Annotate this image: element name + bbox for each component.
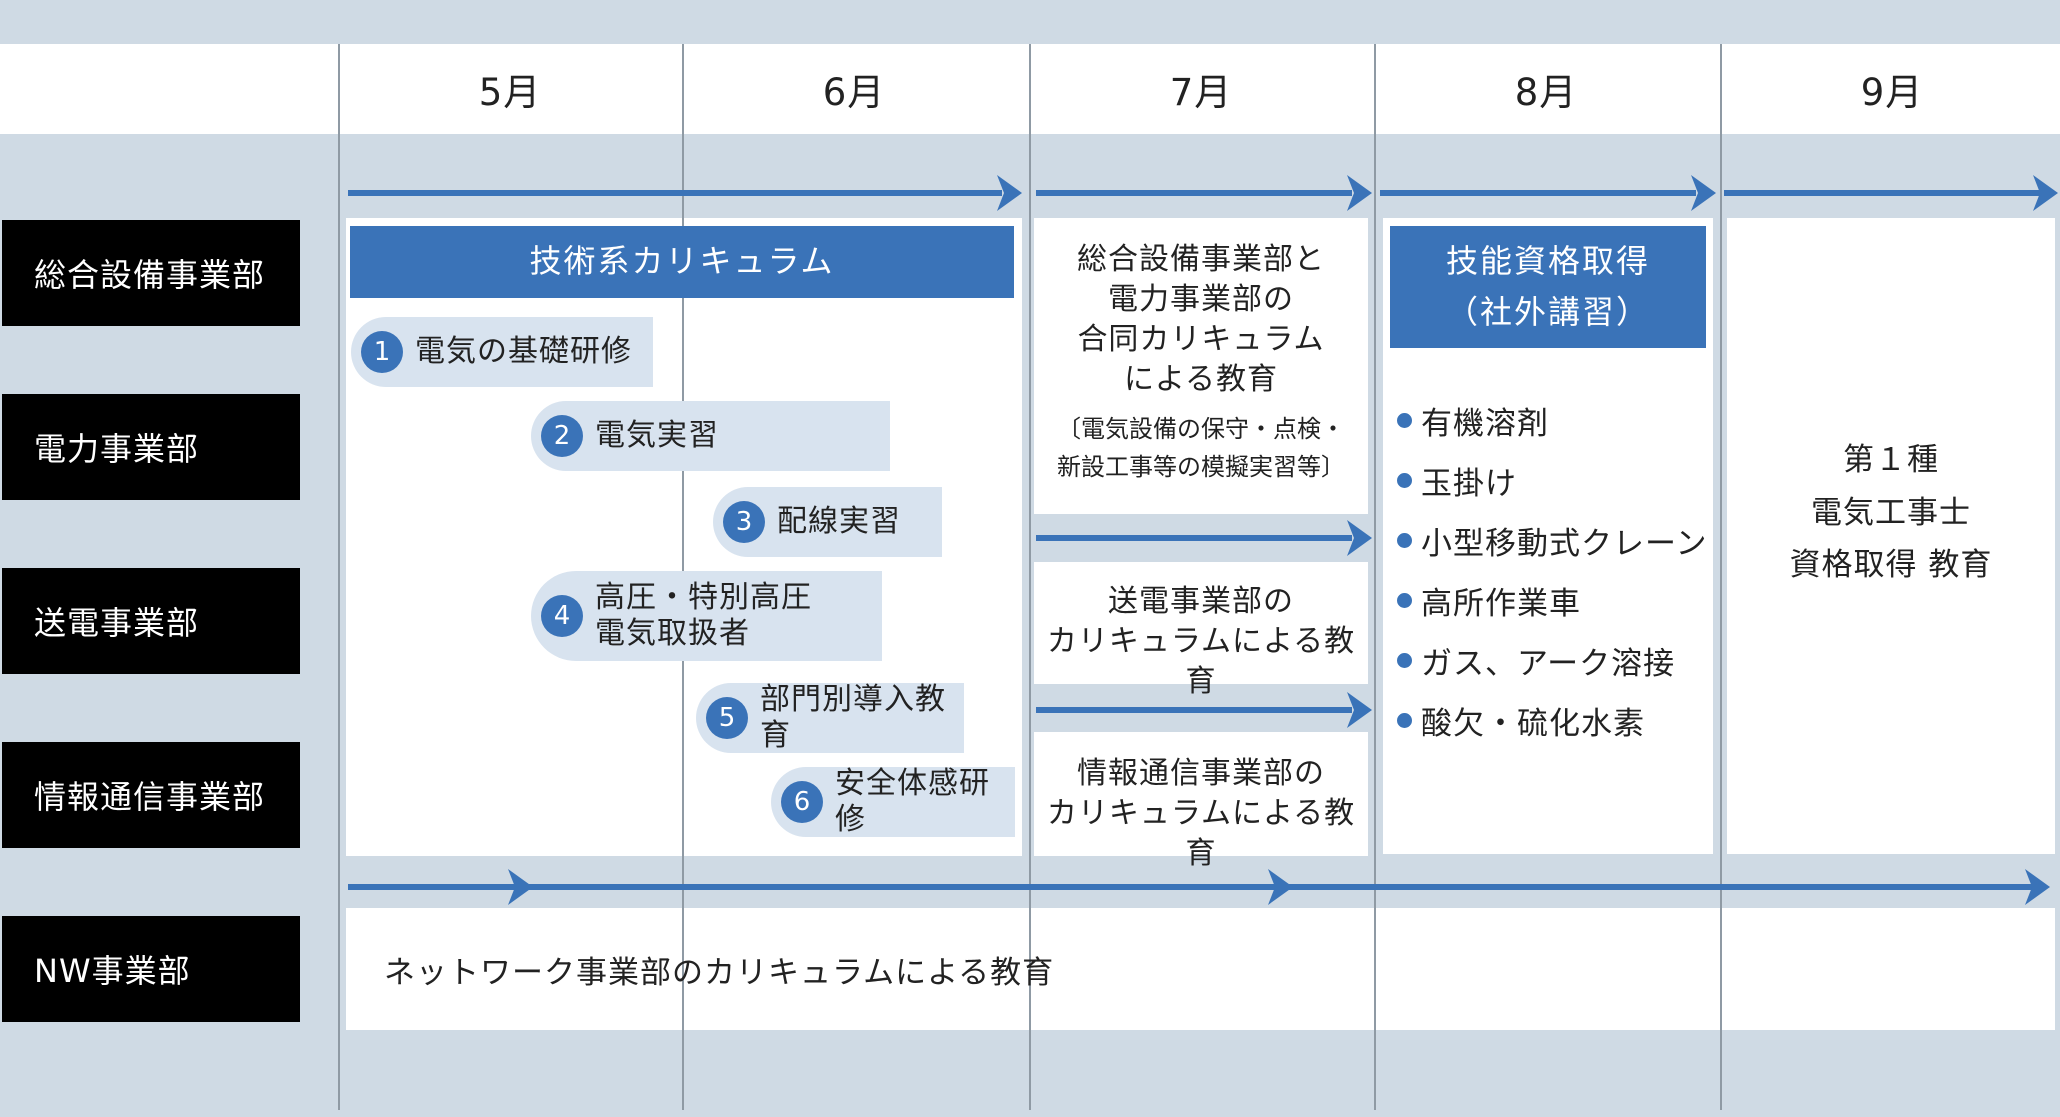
september-text: 第１種 電気工事士 資格取得 教育 [1789,442,1993,584]
arrow-nw [348,869,2050,905]
month-label-july: 7月 [1169,71,1233,114]
list-item-label: 有機溶剤 [1421,405,1549,442]
step-number-badge: 2 [541,415,583,457]
month-label-august: 8月 [1514,71,1578,114]
july-transmission-text: 送電事業部の カリキュラムによる教育 [1046,584,1356,699]
step-wiring-practice: 3 配線実習 [713,487,942,557]
column-divider [1720,44,1722,1110]
september-panel [1727,218,2055,854]
july-joint-note: 〔電気設備の保守・点検・ 新設工事等の模擬実習等〕 [1057,415,1345,482]
step-electric-practice: 2 電気実習 [531,401,890,471]
list-item-label: 酸欠・硫化水素 [1421,705,1645,742]
bullet-dot-icon [1397,532,1412,548]
bullet-dot-icon [1397,592,1412,608]
july-telecom-text: 情報通信事業部の カリキュラムによる教育 [1046,756,1356,871]
arrow-july-telecom [1036,692,1372,728]
list-item: 玉掛け [1397,450,1717,510]
july-joint-panel [1034,218,1368,514]
dept-label-power: 電力事業部 [2,394,300,500]
step-number-badge: 4 [541,595,583,637]
list-item: 高所作業車 [1397,570,1717,630]
step-label: 高圧・特別高圧 電気取扱者 [595,580,812,651]
month-label-september: 9月 [1860,71,1924,114]
step-number-badge: 5 [706,697,748,739]
step-label: 電気の基礎研修 [415,334,632,369]
step-high-voltage: 4 高圧・特別高圧 電気取扱者 [531,571,882,661]
dept-label-telecom: 情報通信事業部 [2,742,300,848]
month-label-june: 6月 [822,71,886,114]
july-transmission-panel [1034,562,1368,684]
step-label: 安全体感研修 [835,766,990,837]
list-item: 酸欠・硫化水素 [1397,690,1717,750]
month-label-may: 5月 [478,71,542,114]
list-item: 有機溶剤 [1397,390,1717,450]
bullet-dot-icon [1397,712,1412,728]
step-label: 電気実習 [595,418,719,453]
column-divider [1029,44,1031,1110]
column-divider [338,44,340,1110]
step-label: 部門別導入教育 [760,682,946,753]
step-label: 配線実習 [777,504,901,539]
bullet-dot-icon [1397,412,1412,428]
list-item-label: 玉掛け [1421,465,1517,502]
bullet-dot-icon [1397,652,1412,668]
nw-text: ネットワーク事業部のカリキュラムによる教育 [384,954,1055,991]
step-number-badge: 6 [781,781,823,823]
step-number-badge: 3 [723,501,765,543]
nw-panel [346,908,2055,1030]
list-item: 小型移動式クレーン [1397,510,1717,570]
dept-label-transmission: 送電事業部 [2,568,300,674]
list-item-label: 小型移動式クレーン [1421,525,1708,562]
july-telecom-panel [1034,732,1368,856]
bullet-dot-icon [1397,472,1412,488]
list-item: ガス、アーク溶接 [1397,630,1717,690]
list-item-label: ガス、アーク溶接 [1421,645,1676,682]
arrow-may-june [348,175,1022,211]
august-qualification-list: 有機溶剤 玉掛け 小型移動式クレーン 高所作業車 ガス、アーク溶接 酸欠・硫化水… [1397,390,1717,750]
step-basic-training: 1 電気の基礎研修 [351,317,653,387]
july-joint-text: 総合設備事業部と 電力事業部の 合同カリキュラム による教育 [1077,242,1325,397]
arrow-july [1036,175,1372,211]
arrow-september [1724,175,2058,211]
arrow-july-transmission [1036,520,1372,556]
step-number-badge: 1 [361,331,403,373]
step-safety-experience: 6 安全体感研修 [771,766,1015,837]
column-divider [1374,44,1376,1110]
tech-curriculum-title: 技術系カリキュラム [350,226,1014,298]
step-department-intro: 5 部門別導入教育 [696,682,964,753]
august-title: 技能資格取得 （社外講習） [1390,226,1706,348]
list-item-label: 高所作業車 [1421,585,1581,622]
dept-label-general-facilities: 総合設備事業部 [2,220,300,326]
dept-label-nw: NW事業部 [2,916,300,1022]
arrow-august [1380,175,1716,211]
